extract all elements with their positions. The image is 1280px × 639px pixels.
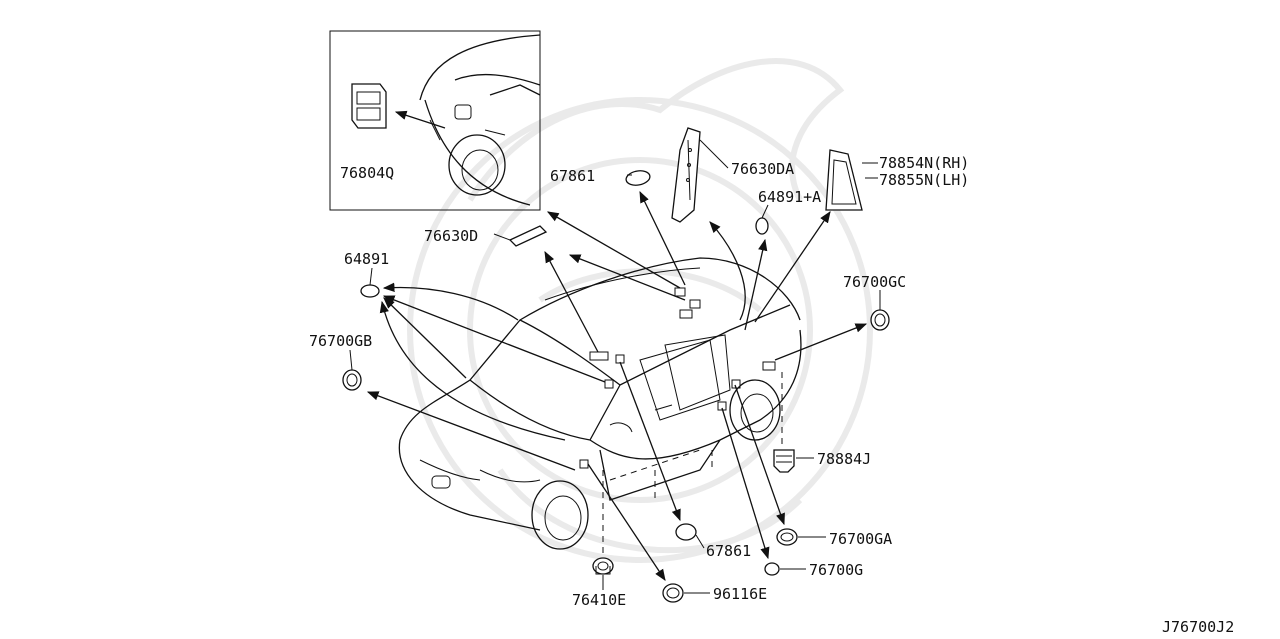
- part-76630D: [508, 225, 548, 247]
- label-67861-top: 67861: [550, 167, 595, 185]
- inset-box: 76804Q: [329, 30, 541, 211]
- part-76700GA: [776, 528, 798, 546]
- leader-lines: [349, 139, 881, 594]
- label-67861-bottom: 67861: [706, 542, 751, 560]
- label-76804Q: 76804Q: [340, 164, 394, 182]
- diagram-code: J76700J2: [1162, 618, 1234, 636]
- label-76700GB: 76700GB: [309, 332, 372, 350]
- watermark-logo: [407, 58, 873, 563]
- part-67861-bottom: [675, 523, 697, 541]
- part-64891: [360, 284, 380, 298]
- part-76410E: [592, 557, 614, 575]
- part-76700G: [764, 562, 780, 576]
- part-76700GC: [870, 309, 890, 331]
- label-76630D: 76630D: [424, 227, 478, 245]
- part-78884J: [773, 449, 795, 473]
- part-67861-top: [625, 170, 651, 186]
- arrows: [366, 190, 868, 581]
- label-76630DA: 76630DA: [731, 160, 794, 178]
- part-96116E: [662, 583, 684, 603]
- part-76804Q: [351, 83, 387, 129]
- label-78884J: 78884J: [817, 450, 871, 468]
- part-76700GB: [342, 369, 362, 391]
- label-96116E: 96116E: [713, 585, 767, 603]
- label-76700GC: 76700GC: [843, 273, 906, 291]
- label-76700G: 76700G: [809, 561, 863, 579]
- locator-lines: [602, 372, 783, 560]
- label-76700GA: 76700GA: [829, 530, 892, 548]
- label-64891A: 64891+A: [758, 188, 821, 206]
- part-78854N: [825, 149, 863, 211]
- label-78854N: 78854N(RH): [879, 154, 969, 172]
- part-76630DA: [671, 127, 701, 223]
- label-76410E: 76410E: [572, 591, 626, 609]
- part-64891A: [755, 217, 769, 235]
- car-body: [398, 257, 802, 550]
- part-labels: 67861 76630DA 78854N(RH) 78855N(LH) 6489…: [309, 154, 1234, 636]
- label-78855N: 78855N(LH): [879, 171, 969, 189]
- label-64891: 64891: [344, 250, 389, 268]
